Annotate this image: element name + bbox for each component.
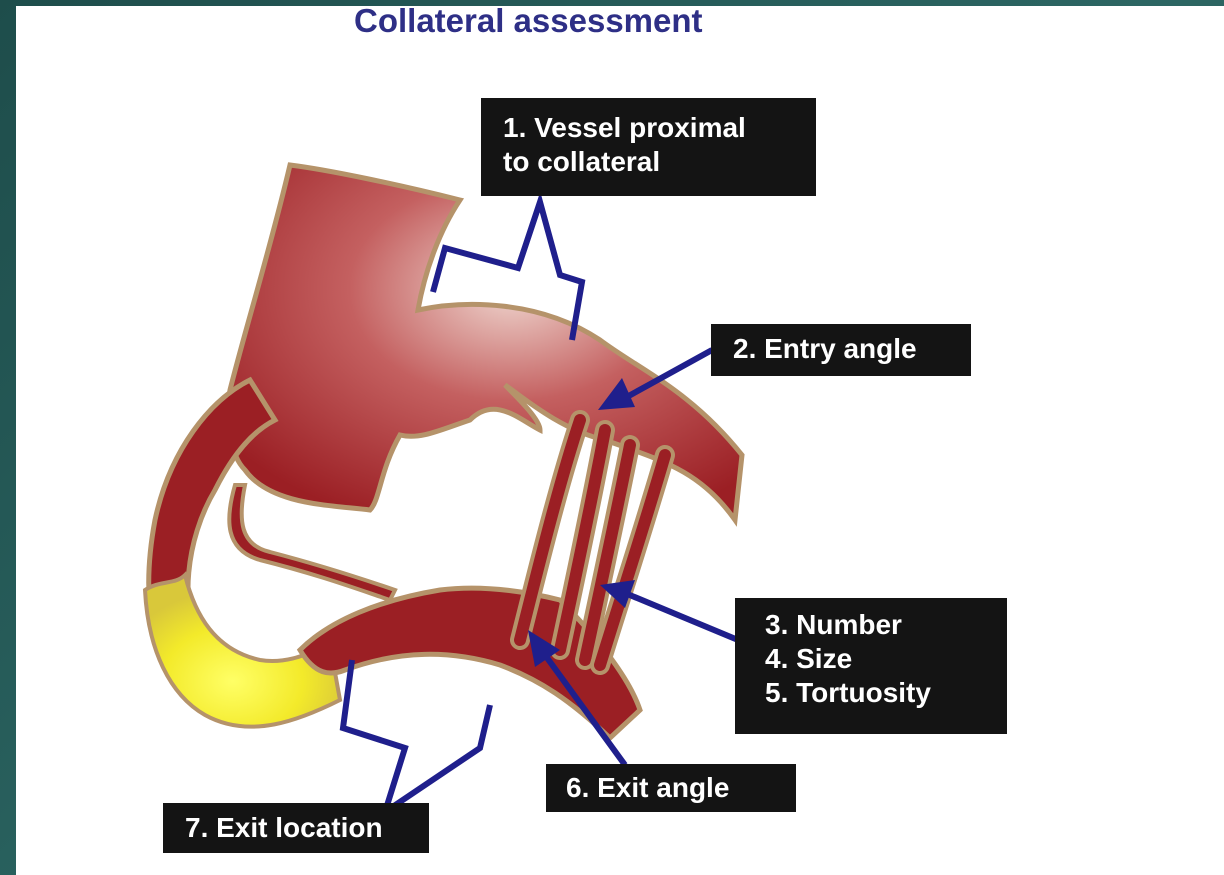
label-entry-angle-text: 2. Entry angle [733, 332, 971, 366]
arrow-number-size [625, 593, 738, 640]
label-vessel-proximal-line1: 1. Vessel proximal [503, 111, 816, 145]
label-vessel-proximal-line2: to collateral [503, 145, 816, 179]
label-entry-angle: 2. Entry angle [711, 324, 971, 376]
label-exit-angle: 6. Exit angle [546, 764, 796, 812]
label-tortuosity-text: 5. Tortuosity [765, 676, 1007, 710]
label-exit-location: 7. Exit location [163, 803, 429, 853]
label-exit-location-text: 7. Exit location [185, 811, 429, 845]
label-size-text: 4. Size [765, 642, 1007, 676]
label-exit-angle-text: 6. Exit angle [566, 771, 796, 805]
label-number-text: 3. Number [765, 608, 1007, 642]
label-vessel-proximal: 1. Vessel proximal to collateral [481, 98, 816, 196]
bracket-exit-location [343, 660, 490, 812]
label-number-size-tortuosity: 3. Number 4. Size 5. Tortuosity [735, 598, 1007, 734]
